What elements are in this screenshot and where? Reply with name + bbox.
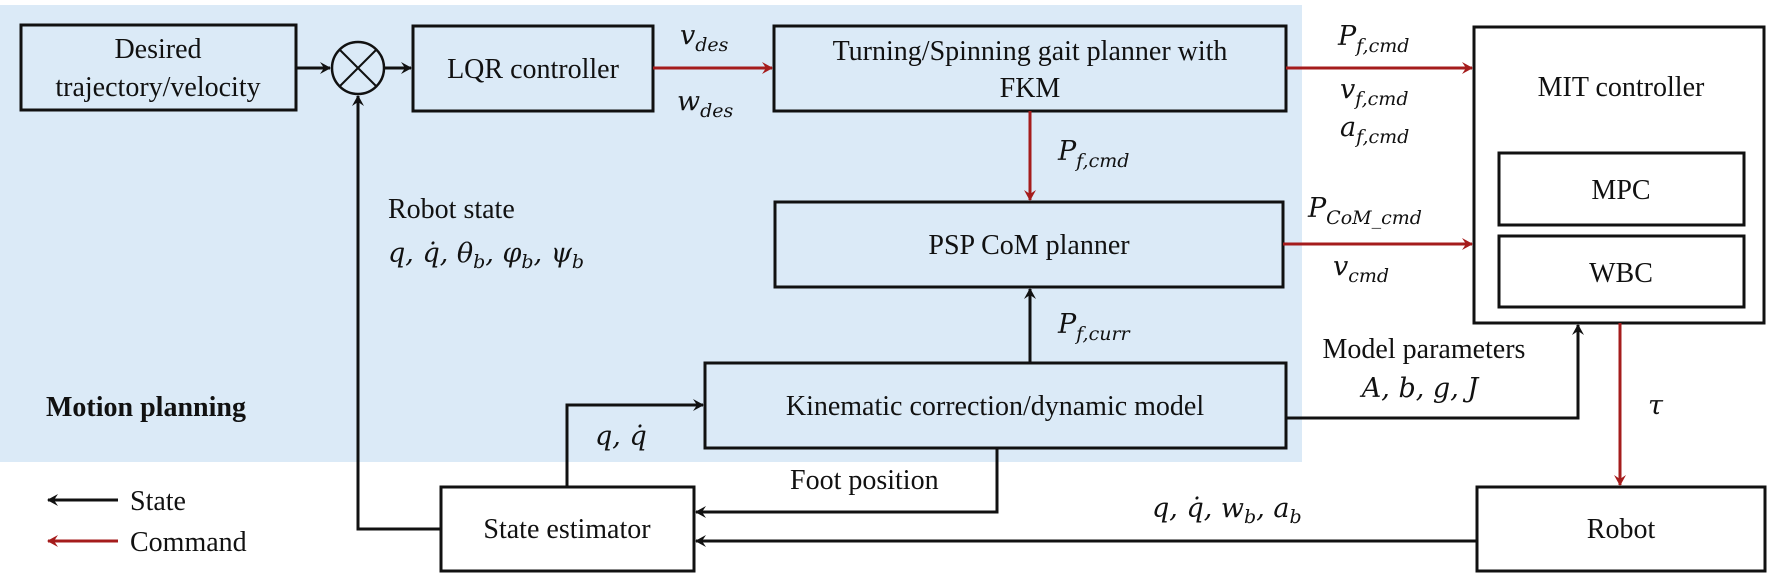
- vf-cmd-label: vf,cmd: [1340, 74, 1408, 110]
- foot-position-label: Foot position: [790, 465, 939, 496]
- motion-planning-region: [0, 5, 1302, 462]
- pf-cmd-down-label: Pf,cmd: [1057, 136, 1129, 172]
- state-estimator-label: State estimator: [483, 514, 651, 545]
- legend-command-label: Command: [130, 527, 247, 558]
- psp-com-planner-block: PSP CoM planner: [773, 200, 1285, 289]
- sensor-feedback-label: q, q̇, wb, ab: [1152, 493, 1302, 528]
- gait-planner-line1: Turning/Spinning gait planner with: [833, 36, 1228, 67]
- mit-controller-block: MIT controller MPC WBC: [1472, 25, 1766, 325]
- robot-state-vars: q, q̇, θb, φb, ψb: [388, 238, 584, 273]
- foot-position-arrow: [695, 448, 999, 518]
- v-des-label: vdes: [680, 20, 729, 56]
- w-des-label: wdes: [677, 86, 734, 122]
- robot-block: Robot: [1475, 485, 1767, 573]
- mpc-label: MPC: [1591, 175, 1650, 206]
- psp-label: PSP CoM planner: [928, 230, 1130, 261]
- robot-state-title: Robot state: [388, 194, 515, 225]
- desired-line2: trajectory/velocity: [55, 72, 260, 103]
- af-cmd-label: af,cmd: [1340, 112, 1409, 148]
- v-cmd-label: vcmd: [1333, 251, 1389, 287]
- model-params-title: Model parameters: [1323, 334, 1526, 365]
- wbc-block: [1497, 234, 1746, 309]
- kinematic-label: Kinematic correction/dynamic model: [786, 391, 1205, 422]
- lqr-controller-block: LQR controller: [411, 24, 655, 113]
- robot-label: Robot: [1587, 514, 1656, 545]
- pf-cmd-top-label: Pf,cmd: [1337, 21, 1409, 57]
- kinematic-model-block: Kinematic correction/dynamic model: [703, 361, 1288, 450]
- gait-planner-block: Turning/Spinning gait planner with FKM: [772, 24, 1288, 113]
- legend-state-label: State: [130, 486, 186, 517]
- q-qdot-label: q, q̇: [595, 421, 647, 452]
- mpc-block: [1497, 151, 1746, 227]
- motion-planning-label: Motion planning: [46, 392, 246, 423]
- model-params-vars: A, b, g, J: [1359, 373, 1481, 404]
- feedback-robot-state-arrow: [352, 95, 441, 531]
- legend: State Command: [47, 486, 247, 558]
- wbc-label: WBC: [1589, 258, 1653, 289]
- model-params-arrow: [1286, 324, 1584, 420]
- mit-label: MIT controller: [1538, 72, 1705, 103]
- desired-trajectory-block: Desired trajectory/velocity: [19, 23, 298, 112]
- state-estimator-block: State estimator: [439, 485, 696, 573]
- desired-line1: Desired: [114, 34, 201, 65]
- pf-curr-label: Pf,curr: [1057, 309, 1132, 345]
- gait-planner-line2: FKM: [1000, 73, 1061, 104]
- pcom-cmd-label: PCoM_cmd: [1307, 193, 1422, 229]
- tau-label: τ: [1648, 390, 1664, 421]
- q-qdot-to-kinematic-arrow: [565, 399, 704, 487]
- lqr-label: LQR controller: [447, 54, 620, 85]
